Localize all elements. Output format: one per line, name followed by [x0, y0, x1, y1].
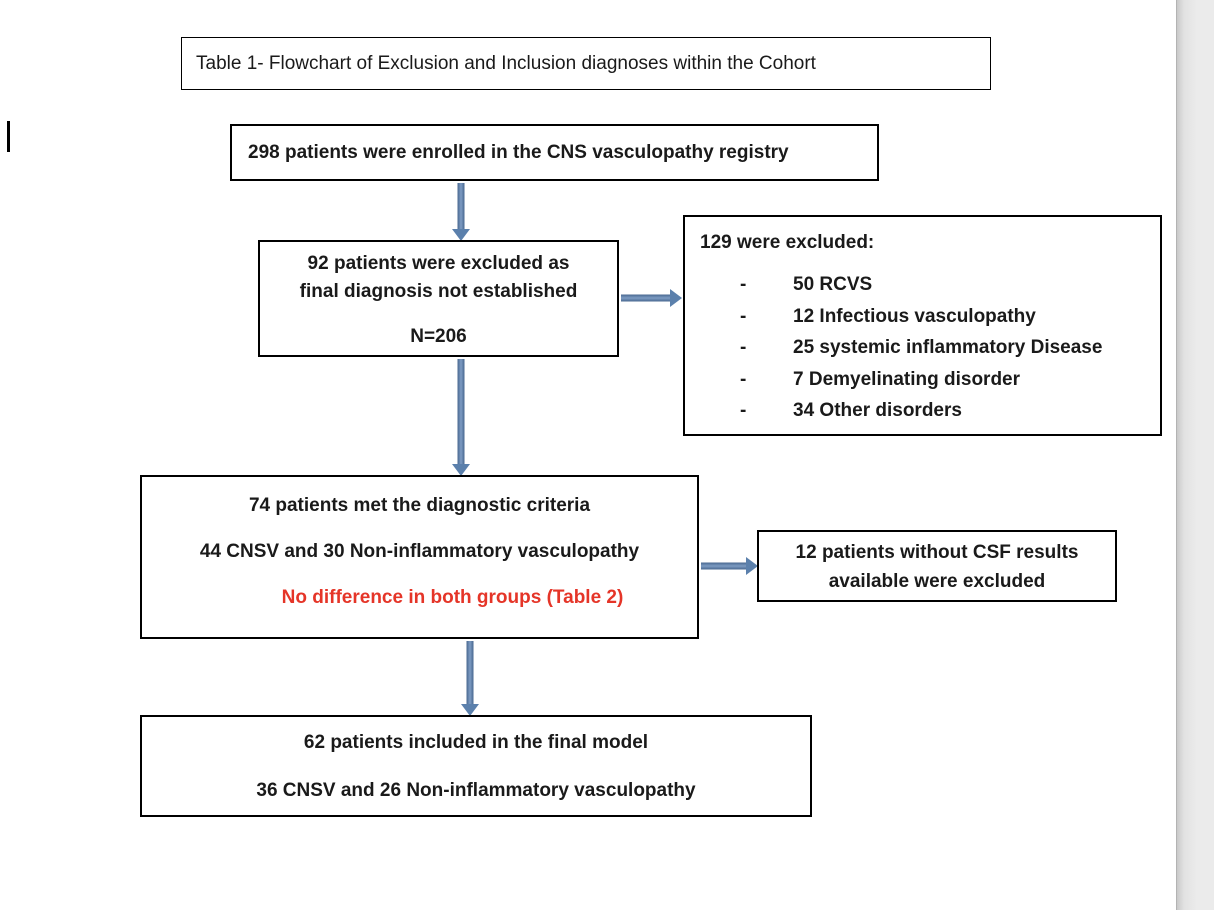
arrow-head-icon: [452, 229, 470, 241]
dash-bullet: -: [740, 337, 747, 359]
csf-line2: available were excluded: [828, 571, 1046, 592]
dash-bullet: -: [740, 400, 747, 422]
excluded-item-label: 34 Other disorders: [793, 400, 962, 422]
text-caret: [7, 121, 10, 152]
arrow-right-to-excluded-list[interactable]: [621, 289, 682, 307]
csf-line1: 12 patients without CSF results: [795, 542, 1079, 563]
excluded-item: - 34 Other disorders: [700, 395, 1160, 427]
dash-bullet: -: [740, 274, 747, 295]
csf-excluded-box[interactable]: 12 patients without CSF results availabl…: [757, 530, 1117, 602]
final-line1: 62 patients included in the final model: [303, 732, 649, 753]
not-established-line2: final diagnosis not established: [299, 281, 578, 302]
n-label: N=206: [410, 326, 467, 347]
enrolled-box[interactable]: 298 patients were enrolled in the CNS va…: [230, 124, 879, 181]
no-difference-note: No difference in both groups (Table 2): [281, 587, 624, 608]
flowchart-title-box[interactable]: Table 1- Flowchart of Exclusion and Incl…: [181, 37, 991, 90]
arrow-head-icon: [670, 289, 682, 307]
arrow-shaft: [466, 641, 474, 705]
arrow-down-enrolled-to-excluded[interactable]: [452, 183, 470, 241]
excluded-item-label: 25 systemic inflammatory Disease: [793, 337, 1103, 359]
excluded-list-box[interactable]: 129 were excluded: - 50 RCVS - 12 Infect…: [683, 215, 1162, 436]
arrow-down-to-final[interactable]: [461, 641, 479, 716]
criteria-line1: 74 patients met the diagnostic criteria: [248, 495, 591, 516]
arrow-head-icon: [746, 557, 758, 575]
arrow-right-to-csf-excluded[interactable]: [701, 557, 758, 575]
arrow-shaft: [621, 294, 671, 302]
excluded-item: - 50 RCVS: [700, 269, 1160, 301]
arrow-down-to-criteria[interactable]: [452, 359, 470, 476]
excluded-item: - 7 Demyelinating disorder: [700, 364, 1160, 396]
excluded-list-heading: 129 were excluded:: [700, 232, 875, 253]
page-edge-gutter: [1176, 0, 1214, 910]
enrolled-text: 298 patients were enrolled in the CNS va…: [248, 141, 789, 163]
dash-bullet: -: [740, 305, 747, 327]
flowchart-title: Table 1- Flowchart of Exclusion and Incl…: [196, 52, 816, 74]
arrow-shaft: [457, 359, 465, 465]
not-established-box[interactable]: 92 patients were excluded as final diagn…: [258, 240, 619, 357]
dash-bullet: -: [740, 368, 747, 390]
arrow-shaft: [701, 562, 747, 570]
excluded-item: - 12 Infectious vasculopathy: [700, 301, 1160, 333]
excluded-item: - 25 systemic inflammatory Disease: [700, 332, 1160, 364]
criteria-box[interactable]: 74 patients met the diagnostic criteria …: [140, 475, 699, 639]
excluded-item-label: 50 RCVS: [793, 274, 873, 295]
excluded-item-label: 7 Demyelinating disorder: [793, 368, 1021, 390]
excluded-list: - 50 RCVS - 12 Infectious vasculopathy -…: [700, 269, 1160, 427]
not-established-line1: 92 patients were excluded as: [307, 253, 570, 274]
excluded-item-label: 12 Infectious vasculopathy: [793, 305, 1036, 327]
arrow-head-icon: [452, 464, 470, 476]
final-line2: 36 CNSV and 26 Non-inflammatory vasculop…: [256, 780, 696, 801]
arrow-head-icon: [461, 704, 479, 716]
arrow-shaft: [457, 183, 465, 230]
criteria-line2: 44 CNSV and 30 Non-inflammatory vasculop…: [199, 541, 640, 562]
final-model-box[interactable]: 62 patients included in the final model …: [140, 715, 812, 817]
